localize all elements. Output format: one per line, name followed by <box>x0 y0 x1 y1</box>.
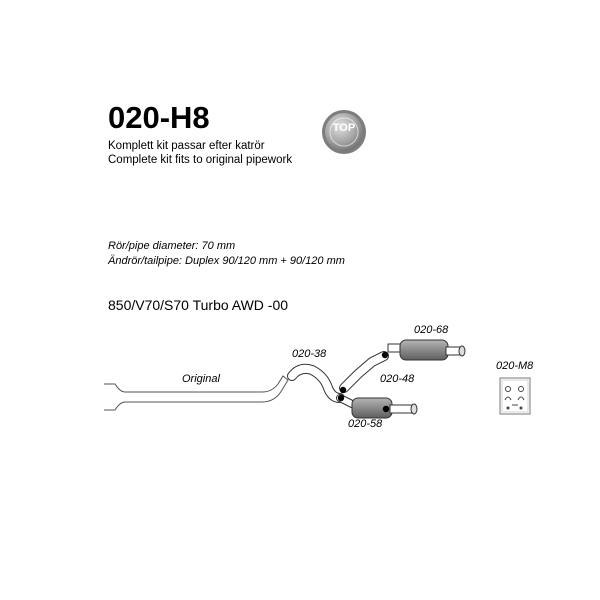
mounting-kit-020-M8 <box>499 377 531 415</box>
description-swedish: Komplett kit passar efter katrör <box>108 140 265 152</box>
description-english: Complete kit fits to original pipework <box>108 154 293 166</box>
label-020-M8: 020-M8 <box>496 360 534 372</box>
vehicle-model: 850/V70/S70 Turbo AWD -00 <box>108 297 289 313</box>
part-number-title: 020-H8 <box>108 100 210 135</box>
muffler-020-58 <box>336 394 418 419</box>
clamp-3 <box>381 351 389 359</box>
quality-badge-icon <box>322 110 366 154</box>
clamp-4 <box>382 405 390 413</box>
label-020-48: 020-48 <box>380 373 415 385</box>
badge-label: TOP <box>332 122 356 134</box>
spec-tailpipe: Ändrör/tailpipe: Duplex 90/120 mm + 90/1… <box>108 255 345 267</box>
pipe-020-38 <box>287 363 345 403</box>
original-pipe <box>104 375 289 411</box>
clamp-2 <box>337 394 345 402</box>
label-original: Original <box>182 373 220 385</box>
label-020-38: 020-38 <box>292 348 327 360</box>
label-020-58: 020-58 <box>348 418 383 430</box>
muffler-020-68 <box>387 339 466 361</box>
spec-pipe-diameter: Rör/pipe diameter: 70 mm <box>108 240 236 252</box>
label-020-68: 020-68 <box>414 324 449 336</box>
clamps <box>337 351 390 413</box>
pipe-020-48 <box>339 351 389 393</box>
clamp-1 <box>339 386 347 394</box>
